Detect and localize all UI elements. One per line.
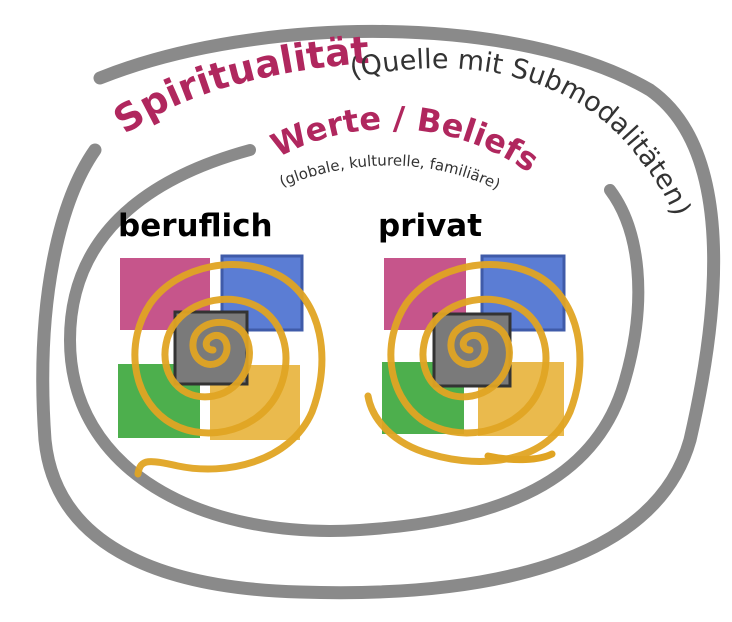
cluster-privat: privat: [368, 208, 580, 461]
cluster-label-privat: privat: [378, 208, 482, 244]
cluster-label-beruflich: beruflich: [118, 208, 273, 244]
cluster-beruflich: beruflich: [118, 208, 322, 474]
inner-ring-subtitle-path: (globale, kulturelle, familiäre): [277, 151, 503, 193]
inner-ring-subtitle: (globale, kulturelle, familiäre): [277, 151, 503, 193]
